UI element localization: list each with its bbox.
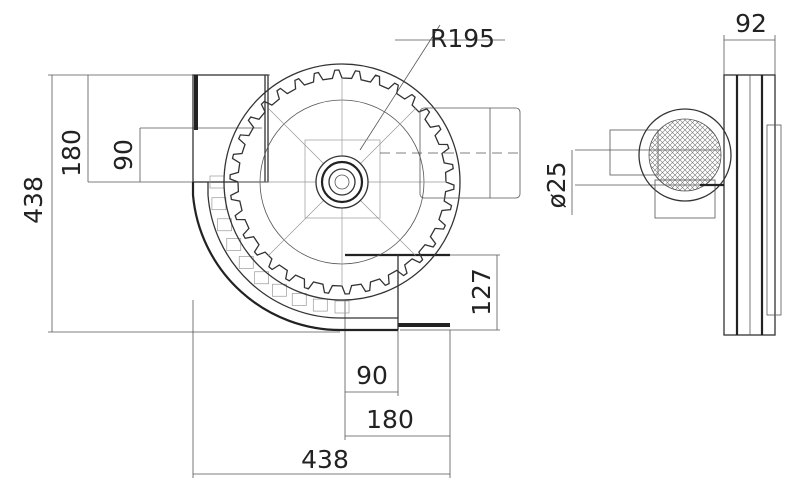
chain-link <box>334 300 350 314</box>
spoke-line <box>268 200 324 256</box>
radius-label: R195 <box>430 24 495 53</box>
chain-link <box>272 283 287 297</box>
spoke-line <box>360 200 416 256</box>
chain-link <box>226 238 242 251</box>
shaft-diameter-label: ø25 <box>542 161 571 208</box>
chain-link <box>238 255 254 269</box>
side-view <box>609 74 782 336</box>
chain-link <box>254 271 270 285</box>
side-width-label: 92 <box>735 9 767 38</box>
motor-side-circle <box>638 108 732 202</box>
spoke-line <box>360 108 416 164</box>
dimension-lines <box>48 24 776 478</box>
curved-conveyor-frame <box>191 74 450 332</box>
outlet-height-label: 127 <box>467 268 496 316</box>
inlet-height-inner-label: 90 <box>109 139 138 171</box>
overall-height-label: 438 <box>19 176 48 224</box>
spoke-line <box>268 108 324 164</box>
sprocket-wheel <box>223 63 461 301</box>
chain-link <box>217 218 232 232</box>
chain-link <box>291 293 307 306</box>
chain-link <box>312 298 328 312</box>
overall-width-label: 438 <box>301 445 349 474</box>
inlet-height-outer-label: 180 <box>57 129 86 177</box>
chain-link <box>211 197 227 211</box>
outlet-width-outer-label: 180 <box>366 405 414 434</box>
motor-top-view <box>380 107 522 199</box>
outlet-width-inner-label: 90 <box>356 361 388 390</box>
